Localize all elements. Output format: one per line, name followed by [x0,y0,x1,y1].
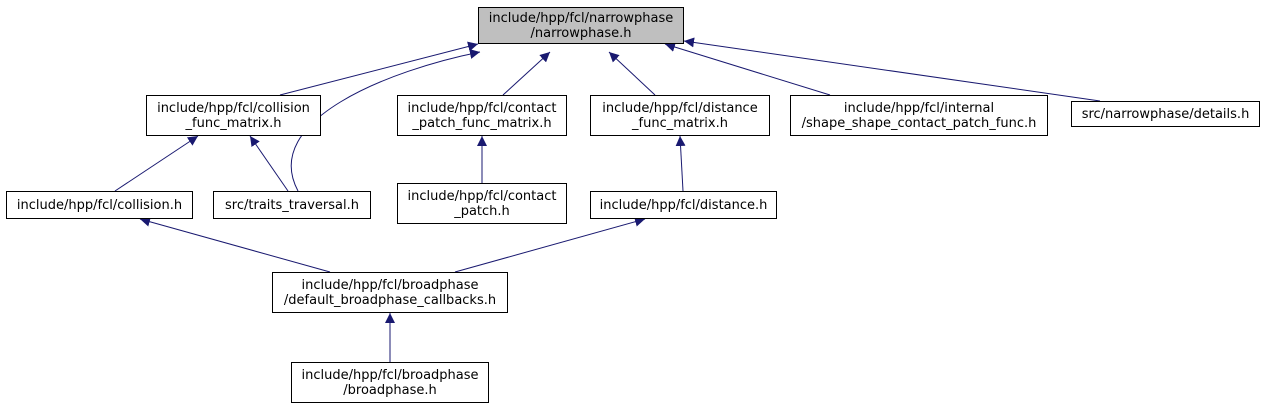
node-distance-func-matrix-h[interactable]: include/hpp/fcl/distance_func_matrix.h [590,95,770,136]
edge-distance-to-distance-func-matrix [675,135,686,192]
edge-traits-traversal-to-root [290,49,481,192]
node-narrowphase-h: include/hpp/fcl/narrowphase/narrowphase.… [478,7,684,44]
edge-details-to-root [683,37,1101,102]
node-contact-patch-h[interactable]: include/hpp/fcl/contact_patch.h [397,183,567,224]
node-collision-h[interactable]: include/hpp/fcl/collision.h [6,191,193,219]
edge-collision-func-matrix-to-root [279,41,479,96]
node-contact-patch-func-matrix-h[interactable]: include/hpp/fcl/contact_patch_func_matri… [397,95,567,136]
edge-collision-to-collision-func-matrix [114,135,199,192]
node-collision-func-matrix-h[interactable]: include/hpp/fcl/collision_func_matrix.h [146,95,321,136]
edge-distance-func-matrix-to-root [608,51,656,96]
node-traits-traversal-h[interactable]: src/traits_traversal.h [213,191,371,219]
edge-shape-shape-contact-patch-func-to-root [664,42,831,96]
edge-traits-traversal-to-collision-func-matrix [249,135,289,192]
node-details-h[interactable]: src/narrowphase/details.h [1071,101,1260,127]
node-default-broadphase-callbacks-h[interactable]: include/hpp/fcl/broadphase/default_broad… [272,272,508,313]
edge-default-broadphase-callbacks-to-distance [454,216,646,273]
node-distance-h[interactable]: include/hpp/fcl/distance.h [590,191,777,219]
node-broadphase-h[interactable]: include/hpp/fcl/broadphase/broadphase.h [291,362,489,403]
edge-contact-patch-func-matrix-to-root [502,51,551,96]
node-shape-shape-contact-patch-func-h[interactable]: include/hpp/fcl/internal/shape_shape_con… [790,95,1048,136]
edge-default-broadphase-callbacks-to-collision [139,216,331,273]
